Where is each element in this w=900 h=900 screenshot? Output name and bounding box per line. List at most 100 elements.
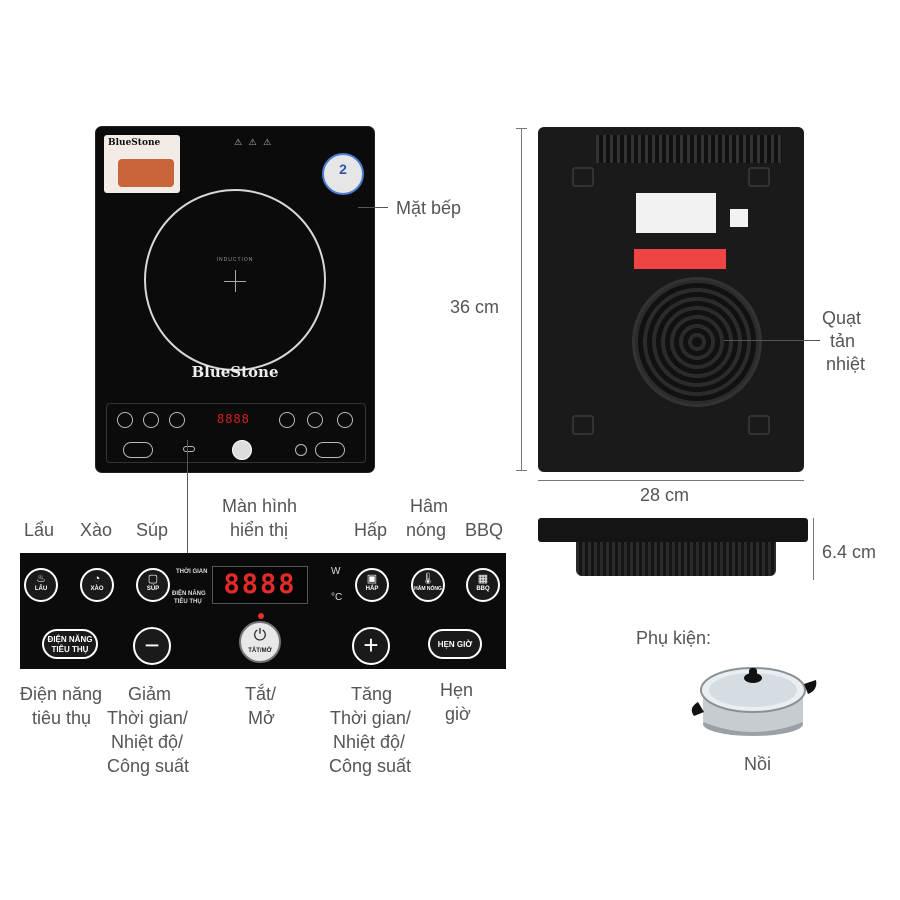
label-depth: 6.4 cm xyxy=(822,542,877,562)
ham-text: HÂM NÓNG xyxy=(414,586,442,592)
small-ham-icon xyxy=(307,412,323,428)
panel-leader xyxy=(187,440,188,553)
power-text: TẮT/MỞ xyxy=(248,648,272,654)
lau-text: LẨU xyxy=(34,586,48,592)
pot-icon: ♨ xyxy=(36,573,46,585)
label-height: 36 cm xyxy=(450,297,500,317)
sup-text: SÚP xyxy=(146,586,160,592)
label-xao: Xào xyxy=(80,520,113,540)
width-dimension xyxy=(538,480,804,481)
label-tang-2: Thời gian/ xyxy=(330,708,411,728)
unit-c: °C xyxy=(331,592,343,603)
center-mark-v xyxy=(235,270,236,292)
label-ham-2: nóng xyxy=(406,520,447,540)
label-man-hinh-1: Màn hình xyxy=(222,496,298,516)
height-dimension xyxy=(521,128,522,470)
label-mat-bep: Mặt bếp xyxy=(396,198,462,218)
small-sup-icon xyxy=(169,412,185,428)
foot xyxy=(572,167,594,187)
brand-logo: BlueStone xyxy=(191,363,279,381)
label-dien-nang-2: tiêu thụ xyxy=(32,708,92,728)
grill-icon: ▦ xyxy=(477,573,489,585)
side-top xyxy=(538,518,808,542)
label-ham-1: Hâm xyxy=(410,496,449,516)
depth-dimension xyxy=(813,518,814,580)
bbq-text: BBQ xyxy=(476,586,490,592)
steam-icon: ▣ xyxy=(366,573,378,585)
plus-icon: + xyxy=(363,630,379,660)
label-hap: Hấp xyxy=(354,520,388,540)
small-dien-nang xyxy=(123,442,153,458)
label-phu-kien: Phụ kiện: xyxy=(636,628,712,648)
sticker-brand: BlueStone xyxy=(108,138,161,148)
label-width: 28 cm xyxy=(640,485,690,505)
fan-grille xyxy=(632,277,762,407)
warning-sticker xyxy=(634,249,726,269)
cooktop-side-view xyxy=(538,518,808,580)
label-hen-2: giờ xyxy=(445,704,471,724)
induction-text: INDUCTION xyxy=(216,257,254,263)
label-noi: Nồi xyxy=(744,754,772,774)
thermometer-icon: 🌡 xyxy=(421,573,435,585)
hen-gio-button[interactable]: HẸN GIỜ xyxy=(428,629,482,659)
side-body xyxy=(576,542,776,576)
cooktop-front-view: BlueStone ⚠ ⚠ ⚠ 2 INDUCTION BlueStone 88… xyxy=(96,127,374,472)
small-bbq-icon xyxy=(337,412,353,428)
dien-nang-button[interactable]: ĐIỆN NĂNG TIÊU THỤ xyxy=(42,629,98,659)
warranty-badge: 2 xyxy=(322,153,364,195)
display-screen: 8888 xyxy=(212,566,308,604)
label-tang-4: Công suất xyxy=(329,756,412,776)
cooktop-back-view xyxy=(538,127,804,472)
label-giam-1: Giảm xyxy=(128,684,172,704)
pan-icon: ◔ xyxy=(93,573,101,585)
foot xyxy=(572,415,594,435)
hap-text: HẤP xyxy=(365,586,379,592)
label-sup: Súp xyxy=(136,520,169,540)
tick xyxy=(516,128,527,129)
dien-nang-small-1: ĐIỆN NĂNG xyxy=(172,591,206,597)
small-xao-icon xyxy=(143,412,159,428)
brand-sticker: BlueStone xyxy=(104,135,180,193)
label-tang-1: Tăng xyxy=(351,684,393,704)
control-panel-small: 8888 xyxy=(106,403,366,463)
power-button[interactable]: ⏻ TẮT/MỞ xyxy=(239,621,281,663)
thoi-gian-label: THỜI GIAN xyxy=(176,569,208,575)
hap-button[interactable]: ▣ HẤP xyxy=(355,568,389,602)
spec-sticker xyxy=(636,193,716,233)
label-tang-3: Nhiệt độ/ xyxy=(333,732,406,752)
xao-text: XÀO xyxy=(90,586,104,592)
small-display: 8888 xyxy=(217,412,250,426)
tick xyxy=(516,470,527,471)
small-hap-icon xyxy=(279,412,295,428)
label-giam-3: Nhiệt độ/ xyxy=(111,732,184,752)
plus-button[interactable]: + xyxy=(352,627,390,665)
label-quat-3: nhiệt xyxy=(826,354,866,374)
food-image xyxy=(118,159,174,187)
label-bbq: BBQ xyxy=(465,520,504,540)
ham-nong-button[interactable]: 🌡 HÂM NÓNG xyxy=(411,568,445,602)
foot xyxy=(748,167,770,187)
label-dien-nang-1: Điện năng xyxy=(20,684,103,704)
label-lau: Lẩu xyxy=(24,520,55,540)
power-icon: ⏻ xyxy=(253,627,267,644)
soup-icon: ▢ xyxy=(147,573,159,585)
minus-button[interactable]: − xyxy=(133,627,171,665)
dien-nang-small-2: TIÊU THỤ xyxy=(174,599,202,605)
sup-button[interactable]: ▢ SÚP xyxy=(136,568,170,602)
label-man-hinh-2: hiển thị xyxy=(230,520,289,540)
xao-button[interactable]: ◔ XÀO xyxy=(80,568,114,602)
label-giam-2: Thời gian/ xyxy=(107,708,188,728)
lau-button[interactable]: ♨ LẨU xyxy=(24,568,58,602)
vent-grille xyxy=(596,135,782,163)
unit-w: W xyxy=(331,566,341,577)
mat-bep-leader xyxy=(358,207,388,208)
cooking-zone xyxy=(144,189,326,371)
pot-image xyxy=(691,667,817,736)
small-sticker xyxy=(730,209,748,227)
small-lau-icon xyxy=(117,412,133,428)
small-plus xyxy=(295,444,307,456)
warning-icons: ⚠ ⚠ ⚠ xyxy=(234,137,274,147)
label-giam-4: Công suất xyxy=(107,756,190,776)
bbq-button[interactable]: ▦ BBQ xyxy=(466,568,500,602)
foot xyxy=(748,415,770,435)
